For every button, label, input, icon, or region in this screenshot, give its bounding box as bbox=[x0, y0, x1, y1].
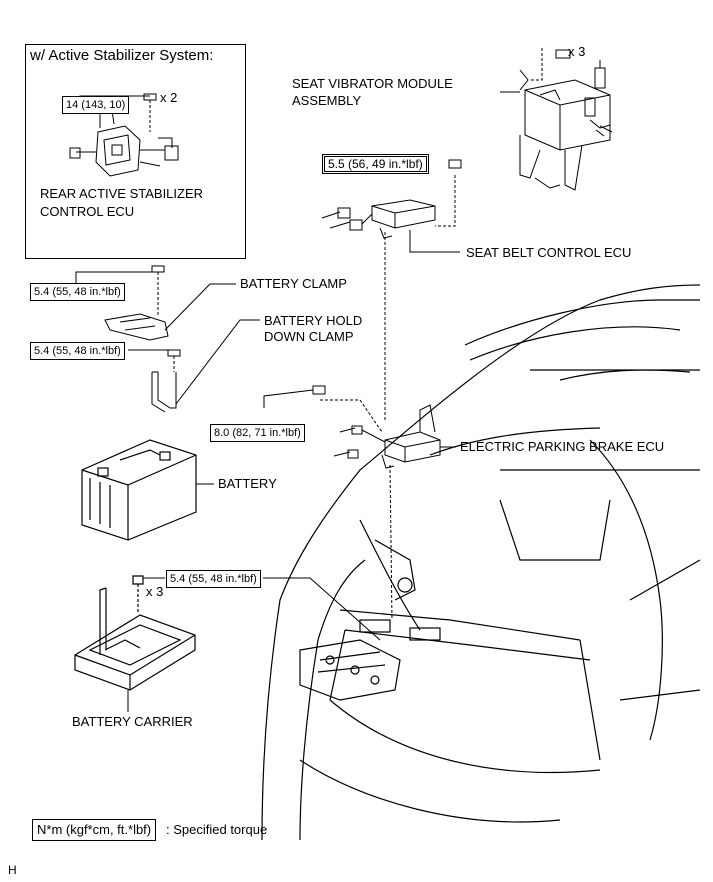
label-rear-active-stabilizer-line2: CONTROL ECU bbox=[40, 204, 135, 219]
inset-frame-active-stabilizer bbox=[25, 44, 246, 259]
label-electric-parking-brake-ecu: ELECTRIC PARKING BRAKE ECU bbox=[460, 439, 665, 454]
battery-carrier-illustration bbox=[74, 575, 196, 691]
torque-box-seat-belt-ecu: 5.5 (56, 49 in.*lbf) bbox=[322, 154, 429, 174]
legend-specified-torque: : Specified torque bbox=[166, 822, 268, 837]
label-battery-clamp: BATTERY CLAMP bbox=[240, 276, 347, 291]
battery-illustration bbox=[81, 439, 197, 541]
vehicle-rear-body bbox=[261, 284, 701, 841]
bolt-count-battery-carrier: x 3 bbox=[146, 584, 164, 599]
label-seat-vibrator-line2: ASSEMBLY bbox=[292, 93, 362, 108]
label-seat-vibrator-line1: SEAT VIBRATOR MODULE bbox=[292, 76, 453, 91]
rear-active-stabilizer-ecu-illustration bbox=[69, 93, 179, 177]
torque-box-battery-carrier: 5.4 (55, 48 in.*lbf) bbox=[166, 570, 261, 588]
torque-box-parking-brake-ecu: 8.0 (82, 71 in.*lbf) bbox=[210, 424, 305, 442]
illustration-code: H bbox=[8, 863, 17, 877]
torque-box-battery-clamp: 5.4 (55, 48 in.*lbf) bbox=[30, 283, 125, 301]
bolt-count-seat-vibrator: x 3 bbox=[568, 44, 586, 59]
label-battery: BATTERY bbox=[218, 476, 277, 491]
electric-parking-brake-ecu-illustration bbox=[312, 385, 441, 621]
label-hold-down-clamp-line2: DOWN CLAMP bbox=[264, 329, 354, 344]
torque-box-hold-down-clamp: 5.4 (55, 48 in.*lbf) bbox=[30, 342, 125, 360]
seat-belt-control-ecu-illustration bbox=[321, 159, 462, 420]
label-seat-belt-control-ecu: SEAT BELT CONTROL ECU bbox=[466, 245, 632, 260]
label-rear-active-stabilizer-line1: REAR ACTIVE STABILIZER bbox=[40, 186, 204, 201]
seat-vibrator-module-illustration bbox=[519, 48, 613, 191]
torque-box-stabilizer-ecu: 14 (143, 10) bbox=[62, 96, 130, 114]
inset-title: w/ Active Stabilizer System: bbox=[30, 47, 214, 64]
bolt-count-stabilizer-ecu: x 2 bbox=[160, 90, 178, 105]
label-battery-carrier: BATTERY CARRIER bbox=[72, 714, 193, 729]
label-hold-down-clamp-line1: BATTERY HOLD bbox=[264, 313, 363, 328]
battery-hold-down-clamp-illustration bbox=[151, 349, 181, 413]
legend-torque-unit-box: N*m (kgf*cm, ft.*lbf) bbox=[32, 819, 157, 841]
battery-clamp-illustration bbox=[104, 265, 169, 341]
